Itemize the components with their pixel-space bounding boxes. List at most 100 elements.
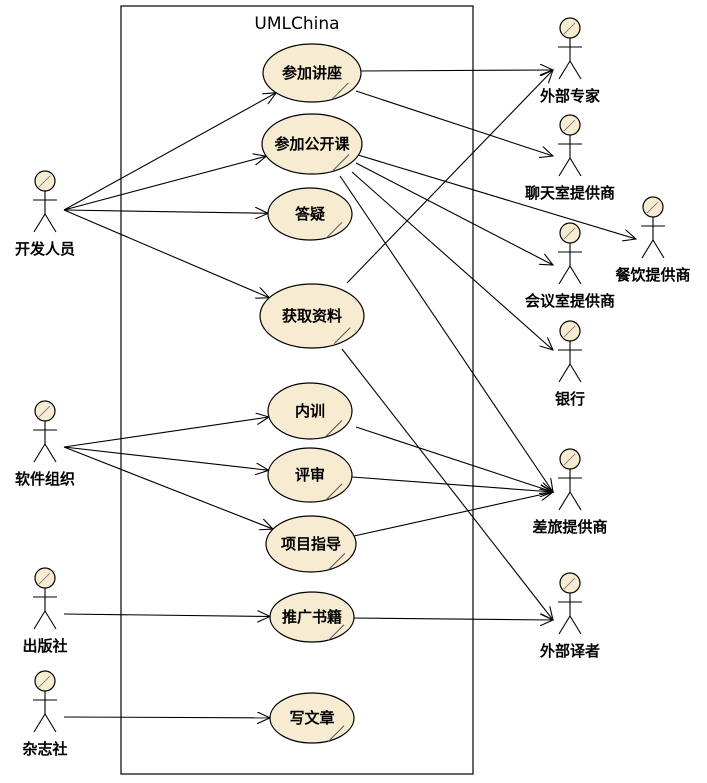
use-case-fold-mark: [327, 624, 345, 642]
system-title: UMLChina: [254, 14, 339, 34]
use-case-material: 获取资料: [259, 283, 365, 349]
actor-meeting: 会议室提供商: [525, 222, 615, 310]
actor-leg-left: [558, 157, 571, 177]
actor-leg-left: [33, 443, 46, 463]
actor-name: 餐饮提供商: [615, 266, 690, 284]
use-case-label: 推广书籍: [282, 608, 342, 626]
association-lecture-expert: [357, 70, 553, 71]
actor-travel: 差旅提供商: [532, 448, 608, 536]
actor-org: 软件组织: [15, 400, 75, 488]
actor-name: 杂志社: [22, 740, 67, 758]
actor-leg-left: [558, 265, 571, 285]
actor-leg-left: [33, 610, 46, 630]
actor-dev: 开发人员: [15, 170, 75, 258]
actor-name: 软件组织: [15, 470, 75, 488]
actor-head-mark: [38, 675, 51, 688]
use-case-label: 答疑: [295, 205, 325, 223]
use-case-ellipse: [269, 692, 355, 744]
use-case-article: 写文章: [269, 692, 355, 744]
use-case-ellipse: [267, 382, 353, 440]
use-case-label: 参加公开课: [274, 135, 350, 153]
actor-head-mark: [38, 175, 51, 188]
actor-name: 差旅提供商: [532, 518, 607, 536]
association-org-guidance: [63, 446, 273, 529]
use-case-ellipse: [265, 515, 357, 573]
association-org-review: [63, 446, 269, 470]
actor-leg-right: [44, 713, 57, 733]
use-case-fold-mark: [327, 725, 345, 743]
association-promote-translator: [353, 618, 553, 620]
actor-leg-right: [569, 157, 582, 177]
association-dev-lecture: [63, 93, 276, 211]
actor-leg-right: [569, 265, 582, 285]
associations: [63, 70, 636, 718]
actor-name: 聊天室提供商: [525, 184, 615, 202]
actor-head-mark: [563, 119, 576, 132]
actor-leg-left: [558, 363, 571, 383]
association-course-meeting: [355, 162, 553, 265]
association-dev-material: [63, 209, 269, 298]
association-course-bank: [351, 171, 553, 350]
actor-leg-left: [33, 713, 46, 733]
actor-leg-left: [33, 213, 46, 233]
association-guidance-travel: [353, 492, 553, 537]
association-org-training: [63, 417, 269, 448]
actor-name: 外部专家: [539, 87, 600, 105]
use-case-course: 参加公开课: [261, 113, 363, 175]
actor-leg-right: [569, 491, 582, 511]
use-case-fold-mark: [325, 221, 343, 239]
actor-head-mark: [563, 22, 576, 35]
use-case-ellipse: [267, 187, 353, 241]
actor-translator: 外部译者: [539, 572, 600, 660]
use-case-fold-mark: [333, 327, 351, 344]
use-case-ellipse: [267, 447, 353, 503]
actor-name: 开发人员: [15, 240, 75, 258]
actor-head-mark: [563, 227, 576, 240]
association-training-travel: [355, 426, 553, 492]
association-material-expert: [346, 70, 553, 284]
association-course-travel: [339, 175, 553, 492]
association-dev-course: [63, 156, 266, 211]
actor-leg-right: [652, 239, 665, 259]
actor-leg-right: [44, 443, 57, 463]
actor-head-mark: [563, 577, 576, 590]
actor-leg-right: [569, 615, 582, 635]
use-case-label: 项目指导: [281, 535, 341, 553]
use-case-training: 内训: [267, 382, 353, 440]
use-case-ellipse: [262, 43, 362, 103]
actor-head-mark: [563, 325, 576, 338]
use-case-fold-mark: [325, 483, 343, 501]
actor-head-mark: [646, 201, 659, 214]
actor-leg-right: [569, 60, 582, 80]
actor-catering: 餐饮提供商: [615, 196, 691, 284]
actor-name: 出版社: [22, 637, 67, 655]
use-case-label: 评审: [295, 466, 325, 484]
actor-leg-right: [569, 363, 582, 383]
use-case-lecture: 参加讲座: [262, 43, 362, 103]
use-case-review: 评审: [267, 447, 353, 503]
use-case-fold-mark: [328, 553, 346, 570]
actor-head-mark: [38, 405, 51, 418]
actor-leg-left: [558, 615, 571, 635]
use-case-ellipse: [269, 591, 355, 643]
actor-name: 银行: [555, 390, 585, 408]
use-case-qa: 答疑: [267, 187, 353, 241]
actor-leg-left: [558, 60, 571, 80]
actor-leg-left: [558, 491, 571, 511]
use-case-label: 获取资料: [282, 307, 342, 325]
actor-expert: 外部专家: [539, 17, 600, 105]
association-pub-promote: [63, 614, 270, 616]
use-case-label: 内训: [295, 402, 325, 420]
actor-chat: 聊天室提供商: [525, 114, 615, 202]
association-lecture-chat: [355, 90, 553, 156]
use-case-fold-mark: [332, 82, 349, 100]
use-case-label: 写文章: [289, 709, 334, 727]
association-mag-article: [63, 717, 270, 718]
actor-leg-right: [44, 213, 57, 233]
use-case-label: 参加讲座: [282, 64, 342, 82]
association-course-catering: [357, 154, 636, 239]
association-dev-qa: [63, 210, 268, 213]
